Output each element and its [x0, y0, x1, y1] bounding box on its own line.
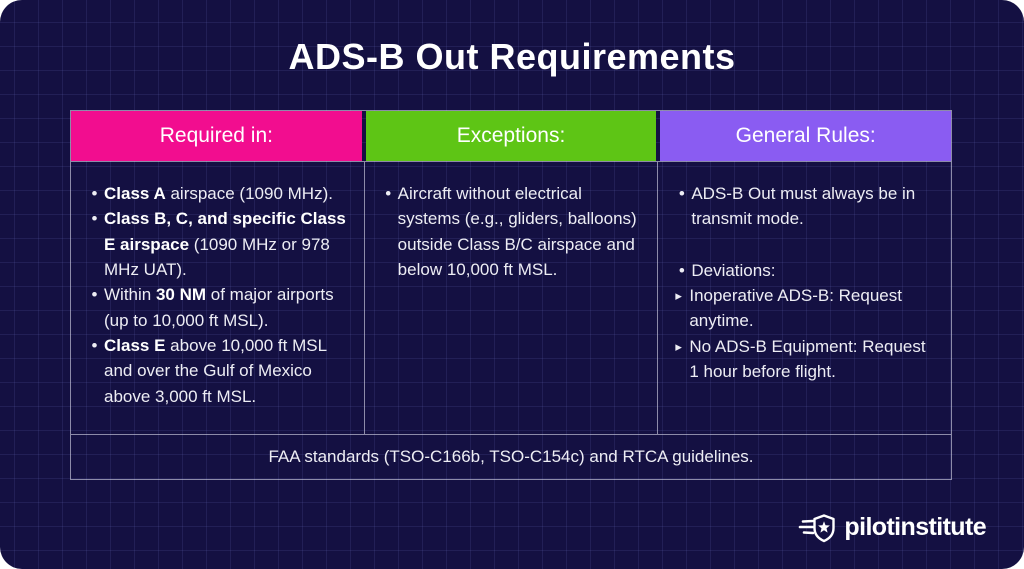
page-title: ADS-B Out Requirements — [288, 36, 736, 77]
column-content-exceptions: • Aircraft without electrical systems (e.… — [363, 162, 658, 434]
sub-list-item-text: Inoperative ADS-B: Request anytime. — [689, 285, 902, 331]
list-item: • Aircraft without electrical systems (e.… — [379, 181, 642, 282]
bullet-icon: • — [678, 184, 685, 203]
table-footer-note: FAA standards (TSO-C166b, TSO-C154c) and… — [71, 434, 951, 479]
winged-star-shield-icon — [799, 514, 836, 543]
list-item: • Deviations: — [672, 258, 935, 283]
table-header-row: Required in: Exceptions: General Rules: — [71, 111, 952, 162]
requirements-table: Required in: Exceptions: General Rules: … — [70, 110, 952, 480]
brand-logo-text: pilotinstitute — [844, 513, 986, 541]
bullet-icon: • — [91, 184, 98, 203]
list-item-text: Within 30 NM of major airports (up to 10… — [104, 285, 334, 330]
list-item: • Class A airspace (1090 MHz). — [85, 181, 348, 206]
arrow-bullet-icon: ▸ — [675, 287, 682, 303]
table-body-row: • Class A airspace (1090 MHz). • Class B, C… — [71, 162, 951, 434]
bullet-icon: • — [91, 285, 98, 305]
list-item: • ADS-B Out must always be in transmit mo… — [672, 181, 935, 232]
column-content-required-in: • Class A airspace (1090 MHz). • Class B, C… — [71, 162, 364, 434]
column-header-exceptions: Exceptions: — [365, 111, 657, 161]
list-item: • Within 30 NM of major airports (up to 1… — [85, 282, 348, 333]
bullet-icon: • — [91, 209, 98, 229]
column-content-general-rules: • ADS-B Out must always be in transmit mo… — [657, 162, 951, 434]
bullet-list: • ADS-B Out must always be in transmit mo… — [672, 181, 935, 384]
list-item-text: ADS-B Out must always be in transmit mod… — [691, 184, 916, 229]
column-header-general-rules: General Rules: — [660, 111, 952, 161]
brand-logo: pilotinstitute — [797, 512, 987, 543]
list-item-text: Class B, C, and specific Class E airspac… — [104, 209, 346, 279]
bullet-list: • Aircraft without electrical systems (e.… — [379, 181, 642, 282]
list-item: • Class E above 10,000 ft MSL and over th… — [85, 333, 348, 409]
arrow-bullet-icon: ▸ — [675, 338, 682, 354]
list-item-text: Class E above 10,000 ft MSL and over the… — [104, 335, 327, 406]
bullet-list: • Class A airspace (1090 MHz). • Class B, C… — [85, 181, 348, 409]
sub-list-item: ▸ No ADS-B Equipment: Request 1 hour befo… — [672, 334, 935, 385]
sub-list-item-text: No ADS-B Equipment: Request 1 hour befor… — [689, 336, 926, 381]
list-item-text: Class A airspace (1090 MHz). — [104, 184, 333, 203]
list-item-text: Deviations: — [691, 260, 776, 280]
list-item-text: Aircraft without electrical systems (e.g… — [397, 184, 637, 279]
column-header-required-in: Required in: — [71, 111, 362, 161]
bullet-icon: • — [91, 335, 98, 355]
sub-list-item: ▸ Inoperative ADS-B: Request anytime. — [672, 283, 935, 334]
bullet-icon: • — [678, 260, 685, 280]
list-item: • Class B, C, and specific Class E airspa… — [85, 206, 348, 282]
bullet-icon: • — [385, 184, 392, 203]
